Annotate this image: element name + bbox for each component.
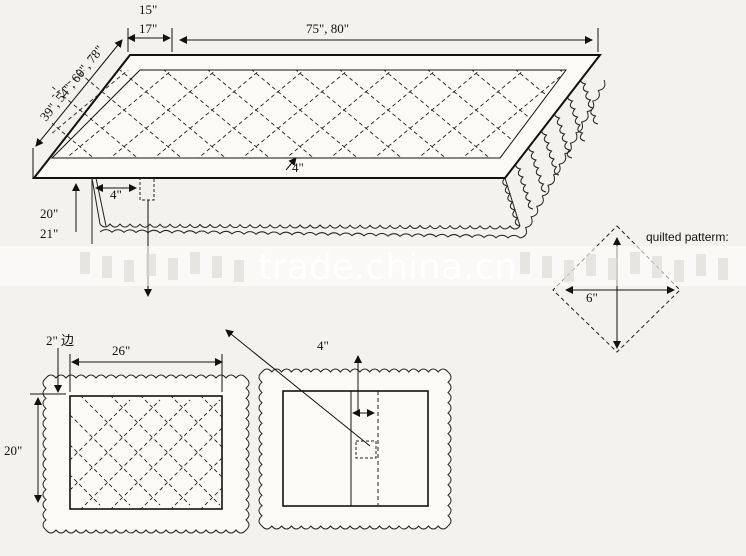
- sham-border-label: 2" 边: [46, 333, 74, 348]
- length-label: 75", 80": [306, 21, 349, 36]
- watermark-blur-strokes: [80, 252, 728, 282]
- right-pillow-sham: [258, 368, 452, 530]
- watermark-text: trade.china.cn: [258, 247, 517, 288]
- sham-overlap-label: 4": [317, 338, 329, 353]
- pattern-title: quilted patterm:: [646, 230, 729, 244]
- corner-gap-label: 4": [110, 187, 122, 202]
- mattress-top: [31, 54, 603, 179]
- sham-height-label: 20": [4, 443, 22, 458]
- quilt-lines-left-sham: [70, 396, 222, 509]
- right-sham-dimensions: [225, 329, 375, 447]
- inset-inner-label: 17": [139, 21, 157, 36]
- quilt-gap-label: 4": [292, 160, 304, 175]
- left-sham-dimensions: [30, 348, 223, 503]
- inset-outer-label: 15": [139, 2, 157, 17]
- skirt-drop-label-1: 20": [40, 206, 58, 221]
- left-pillow-sham: [42, 374, 250, 534]
- watermark-band: trade.china.cn: [0, 246, 746, 288]
- sham-width-label: 26": [112, 343, 130, 358]
- quilt-pattern-diamond: [552, 225, 681, 353]
- front-ruffle: [91, 177, 521, 239]
- skirt-drop-label-2: 21": [40, 226, 58, 241]
- pattern-spacing-label: 6": [586, 290, 598, 305]
